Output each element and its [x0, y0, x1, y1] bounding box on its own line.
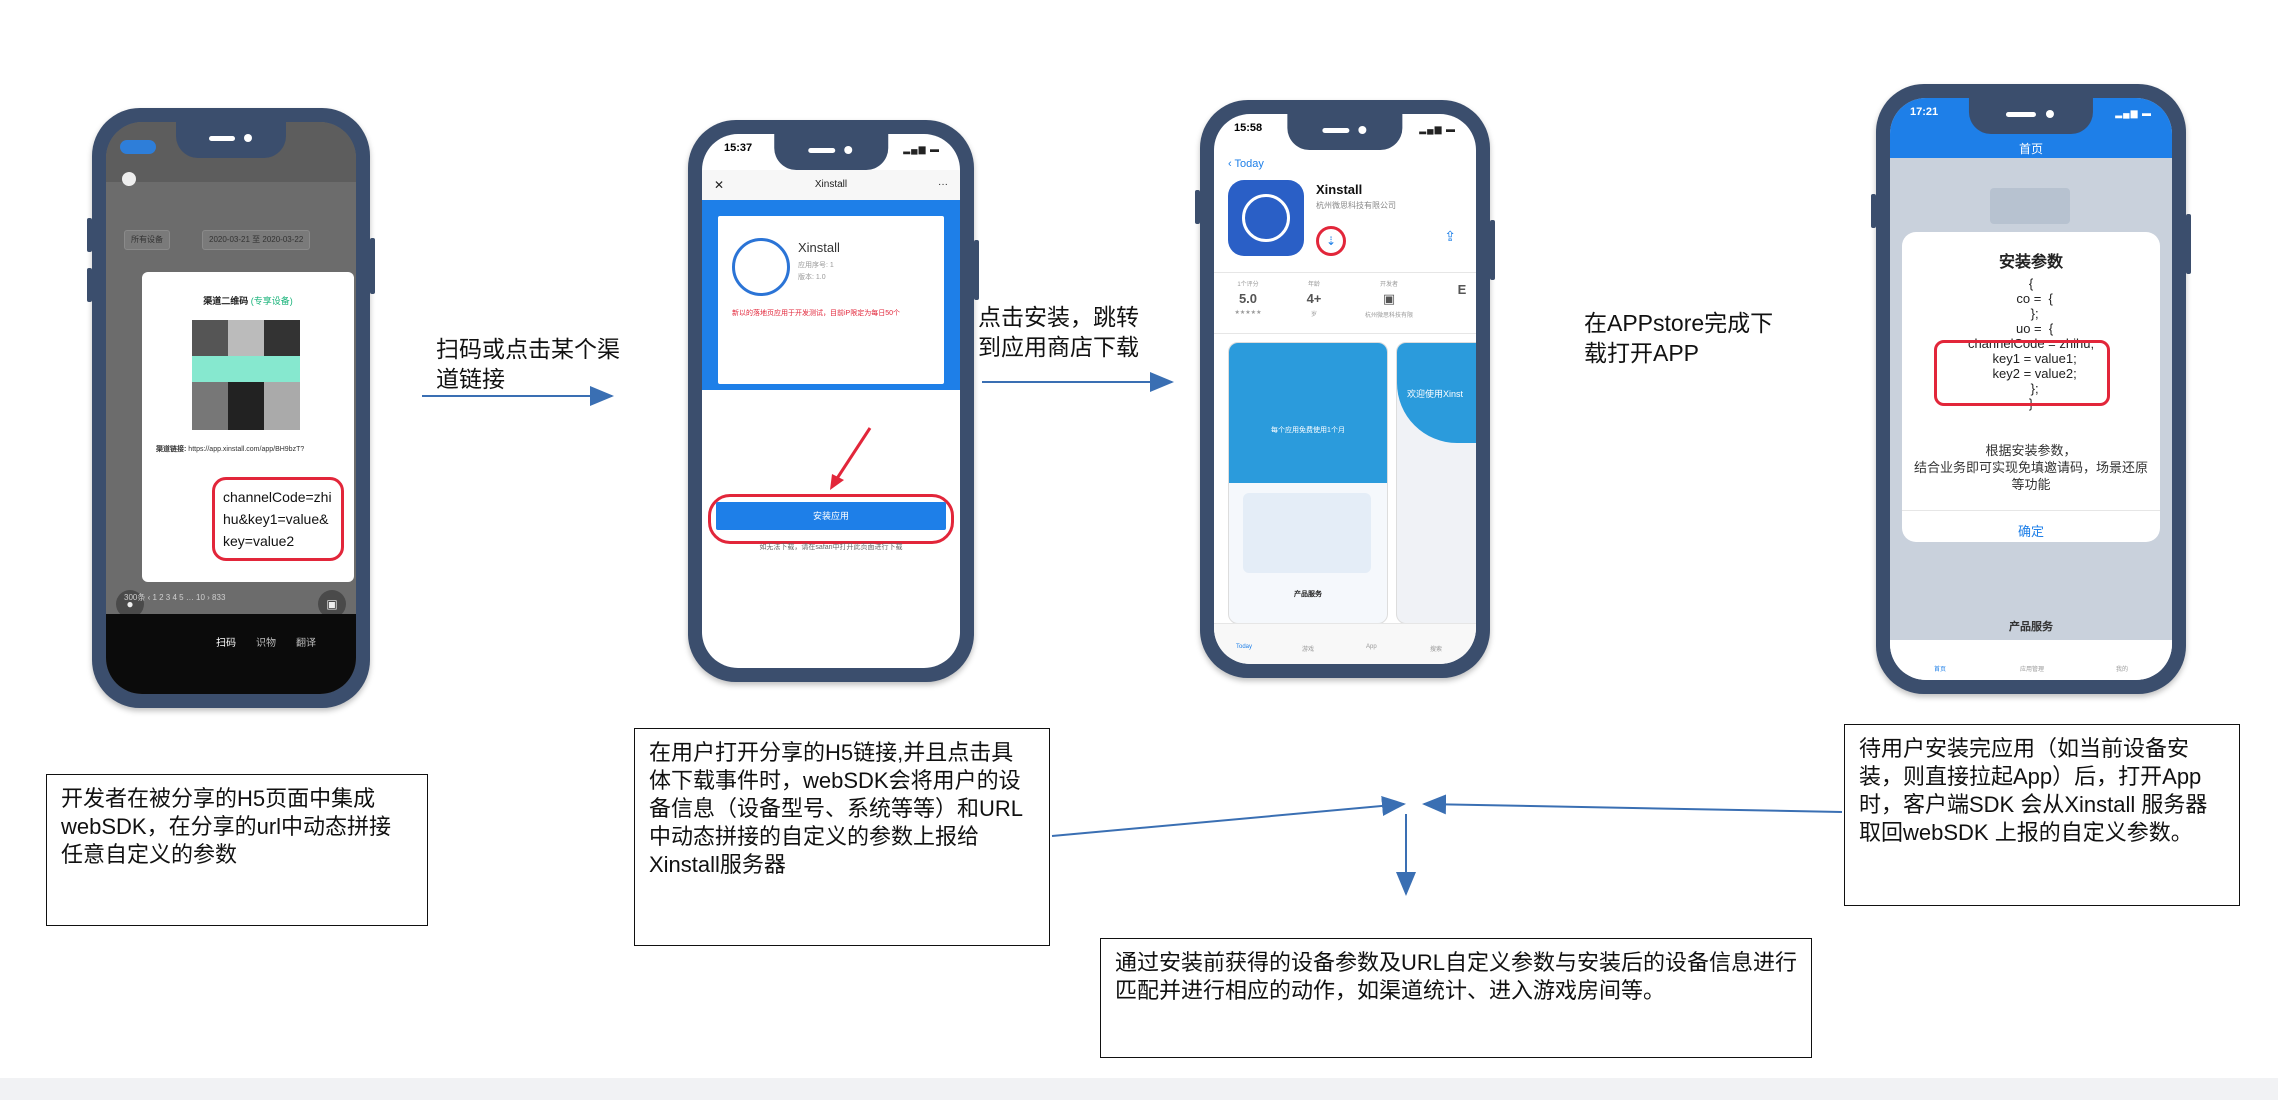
- arrow-box2-to-center: [1052, 804, 1404, 836]
- signal-icon: ▂▄▆ ▬: [1419, 124, 1456, 135]
- signal-icon: ▂▄▆ ▬: [903, 144, 940, 155]
- back-icon[interactable]: [120, 140, 156, 154]
- arrow-box3-to-center: [1424, 804, 1842, 812]
- status-time: 15:58: [1234, 122, 1262, 134]
- status-time: 15:37: [724, 142, 752, 154]
- status-time: 17:21: [1910, 106, 1938, 118]
- signal-icon: ▂▄▆ ▬: [2115, 108, 2152, 119]
- footer-band: [0, 1078, 2278, 1100]
